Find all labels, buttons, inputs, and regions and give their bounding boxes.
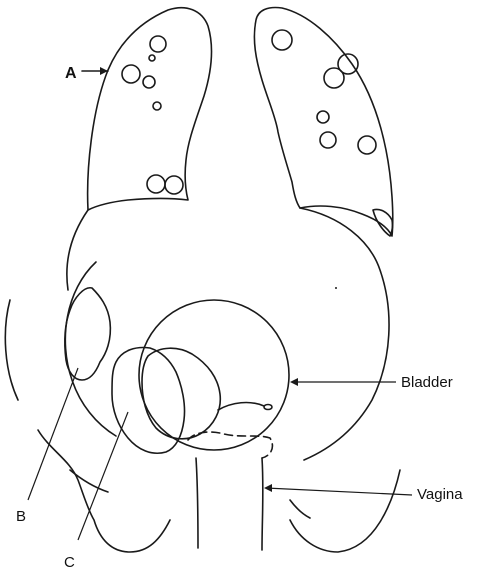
pelvis-left-outer-arc — [5, 300, 18, 400]
vagina-tube — [196, 458, 198, 548]
label-b: B — [16, 508, 26, 525]
lower-right-curve — [290, 500, 310, 518]
bladder-tumor — [142, 348, 220, 439]
label-a: A — [65, 65, 77, 82]
right-lung — [254, 8, 392, 237]
right-lung-nodules — [272, 30, 392, 236]
label-a-group: A — [65, 65, 108, 82]
label-c: C — [64, 554, 75, 570]
label-b-group: B — [16, 368, 78, 525]
label-vagina: Vagina — [417, 486, 463, 503]
vagina-tube-right — [262, 458, 263, 550]
label-bladder-group: Bladder — [290, 374, 453, 391]
pelvis-arc-top-left — [67, 210, 88, 290]
lower-left-curve — [70, 470, 108, 492]
label-bladder: Bladder — [401, 374, 453, 391]
left-lung — [88, 8, 212, 210]
pelvis-right-arc — [300, 208, 389, 460]
bladder-ureteral-orifice — [264, 405, 272, 410]
lower-right-contour — [290, 470, 400, 552]
left-lung-nodules — [122, 36, 183, 194]
label-vagina-group: Vagina — [264, 484, 463, 503]
urethra-dashed — [188, 432, 272, 458]
speck — [335, 287, 337, 289]
bladder-inner-curve — [218, 403, 264, 410]
label-c-group: C — [64, 412, 128, 570]
